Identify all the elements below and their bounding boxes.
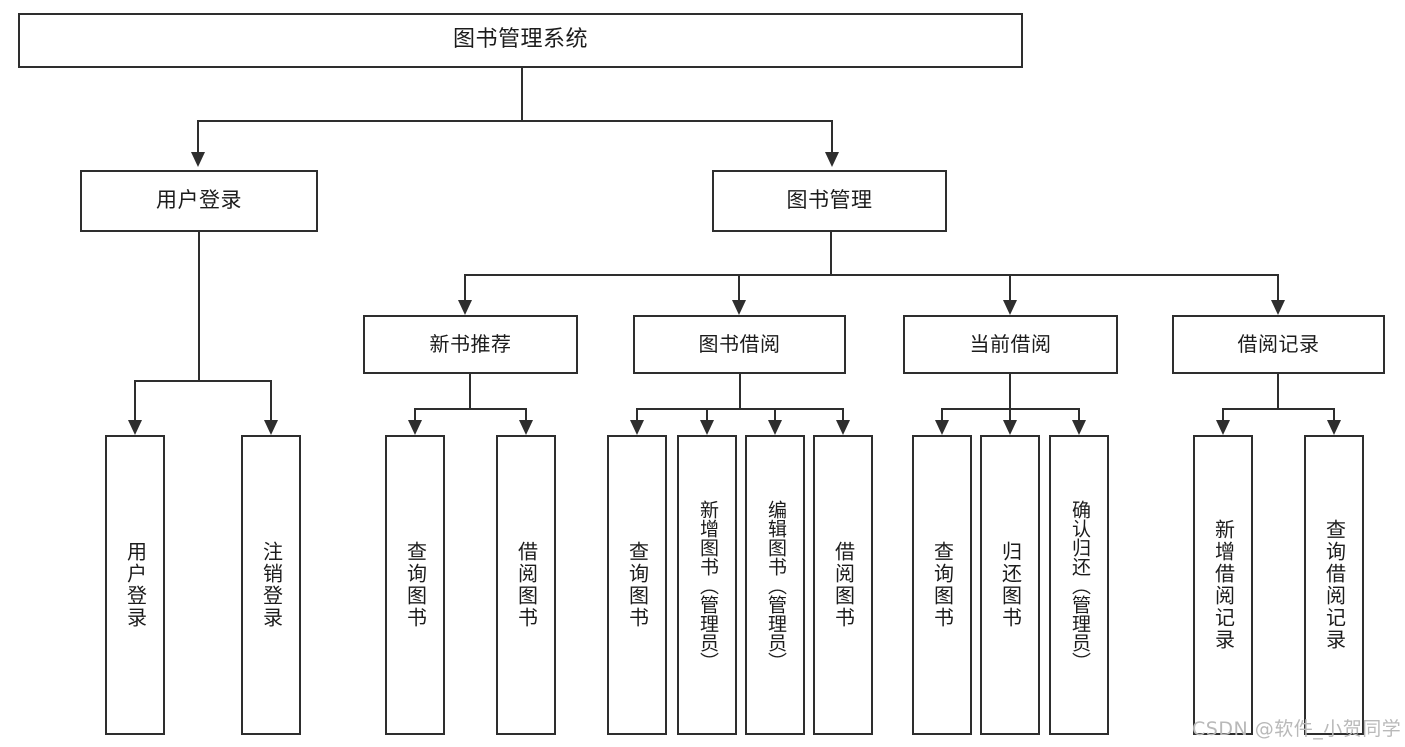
leaf-user-login-logout[interactable]: 注销登录 <box>241 435 301 735</box>
leaf-new-book-borrow-book[interactable]: 借阅图书 <box>496 435 556 735</box>
leaf-borrow-record-add-record[interactable]: 新增借阅记录 <box>1193 435 1253 735</box>
leaf-current-borrow-return-book[interactable]: 归还图书 <box>980 435 1040 735</box>
edge-current-borrow-leaf-2 <box>1009 408 1011 420</box>
edge-root-to-book-management <box>831 120 833 152</box>
node-new-book-recommend[interactable]: 新书推荐 <box>363 315 578 374</box>
node-borrow-record[interactable]: 借阅记录 <box>1172 315 1385 374</box>
edge-book-borrow-bus <box>636 408 843 410</box>
edge-borrow-record-leaf-1 <box>1222 408 1224 420</box>
edge-book-borrow-leaf-3 <box>774 408 776 420</box>
edge-current-borrow-stem <box>1009 374 1011 408</box>
leaf-book-borrow-edit-book-admin[interactable]: 编辑图书（管理员） <box>745 435 805 735</box>
edge-book-borrow-stem <box>739 374 741 408</box>
arrowhead-current-borrow-leaf-3 <box>1072 420 1086 435</box>
edge-to-borrow-record <box>1277 274 1279 301</box>
node-label: 查询图书 <box>930 541 955 629</box>
arrowhead-borrow-record-leaf-1 <box>1216 420 1230 435</box>
leaf-current-borrow-query-book[interactable]: 查询图书 <box>912 435 972 735</box>
arrowhead-book-borrow-leaf-4 <box>836 420 850 435</box>
edge-book-management-stem <box>830 232 832 274</box>
node-label: 用户登录 <box>156 188 242 213</box>
edge-root-stem <box>521 68 523 120</box>
node-label: 图书管理系统 <box>452 27 588 53</box>
leaf-borrow-record-query-record[interactable]: 查询借阅记录 <box>1304 435 1364 735</box>
edge-user-login-to-leaf-1 <box>134 380 136 420</box>
arrowhead-borrow-record-leaf-2 <box>1327 420 1341 435</box>
leaf-new-book-query-book[interactable]: 查询图书 <box>385 435 445 735</box>
leaf-current-borrow-confirm-return-admin[interactable]: 确认归还（管理员） <box>1049 435 1109 735</box>
edge-user-login-stem <box>198 232 200 380</box>
edge-borrow-record-leaf-2 <box>1333 408 1335 420</box>
node-label: 当前借阅 <box>969 332 1052 357</box>
arrowhead-borrow-record <box>1271 300 1285 315</box>
node-label: 查询借阅记录 <box>1322 519 1347 651</box>
edge-new-book-recommend-stem <box>469 374 471 408</box>
arrowhead-root-to-user-login <box>191 152 205 167</box>
arrowhead-root-to-book-management <box>825 152 839 167</box>
node-root-book-management-system[interactable]: 图书管理系统 <box>18 13 1023 68</box>
edge-root-bus <box>197 120 833 122</box>
node-current-borrow[interactable]: 当前借阅 <box>903 315 1118 374</box>
edge-to-book-borrow <box>738 274 740 301</box>
edge-book-borrow-leaf-2 <box>706 408 708 420</box>
arrowhead-new-book-recommend-leaf-2 <box>519 420 533 435</box>
node-label: 图书借阅 <box>698 332 781 357</box>
leaf-book-borrow-query-book[interactable]: 查询图书 <box>607 435 667 735</box>
leaf-user-login-login[interactable]: 用户登录 <box>105 435 165 735</box>
arrowhead-book-borrow <box>732 300 746 315</box>
edge-book-management-bus <box>464 274 1279 276</box>
edge-new-book-recommend-leaf-1 <box>414 408 416 420</box>
node-label: 查询图书 <box>625 541 650 629</box>
edge-borrow-record-stem <box>1277 374 1279 408</box>
leaf-book-borrow-add-book-admin[interactable]: 新增图书（管理员） <box>677 435 737 735</box>
node-label: 注销登录 <box>259 541 284 629</box>
edge-book-borrow-leaf-4 <box>842 408 844 420</box>
node-label: 查询图书 <box>403 541 428 629</box>
node-label: 归还图书 <box>998 541 1023 629</box>
node-user-login[interactable]: 用户登录 <box>80 170 318 232</box>
node-label: 用户登录 <box>123 541 148 629</box>
edge-book-borrow-leaf-1 <box>636 408 638 420</box>
leaf-book-borrow-borrow-book[interactable]: 借阅图书 <box>813 435 873 735</box>
node-label: 借阅记录 <box>1237 332 1320 357</box>
edge-root-to-user-login <box>197 120 199 152</box>
arrowhead-new-book-recommend <box>458 300 472 315</box>
edge-new-book-recommend-bus <box>414 408 527 410</box>
edge-user-login-to-leaf-2 <box>270 380 272 420</box>
edge-user-login-bus <box>134 380 271 382</box>
arrowhead-current-borrow <box>1003 300 1017 315</box>
edge-current-borrow-leaf-3 <box>1078 408 1080 420</box>
edge-current-borrow-leaf-1 <box>941 408 943 420</box>
node-label: 图书管理 <box>786 188 873 213</box>
arrowhead-current-borrow-leaf-1 <box>935 420 949 435</box>
edge-new-book-recommend-leaf-2 <box>525 408 527 420</box>
node-label: 借阅图书 <box>514 541 539 629</box>
arrowhead-book-borrow-leaf-2 <box>700 420 714 435</box>
arrowhead-user-login-leaf-1 <box>128 420 142 435</box>
node-label: 新书推荐 <box>429 332 512 357</box>
arrowhead-book-borrow-leaf-3 <box>768 420 782 435</box>
edge-to-new-book-recommend <box>464 274 466 301</box>
node-book-management[interactable]: 图书管理 <box>712 170 947 232</box>
edge-to-current-borrow <box>1009 274 1011 301</box>
arrowhead-book-borrow-leaf-1 <box>630 420 644 435</box>
node-label: 编辑图书（管理员） <box>764 499 787 671</box>
node-label: 确认归还（管理员） <box>1068 499 1091 671</box>
node-label: 借阅图书 <box>831 541 856 629</box>
arrowhead-user-login-leaf-2 <box>264 420 278 435</box>
node-label: 新增图书（管理员） <box>696 499 719 671</box>
node-label: 新增借阅记录 <box>1211 519 1236 651</box>
arrowhead-current-borrow-leaf-2 <box>1003 420 1017 435</box>
edge-borrow-record-bus <box>1222 408 1335 410</box>
arrowhead-new-book-recommend-leaf-1 <box>408 420 422 435</box>
node-book-borrow[interactable]: 图书借阅 <box>633 315 846 374</box>
